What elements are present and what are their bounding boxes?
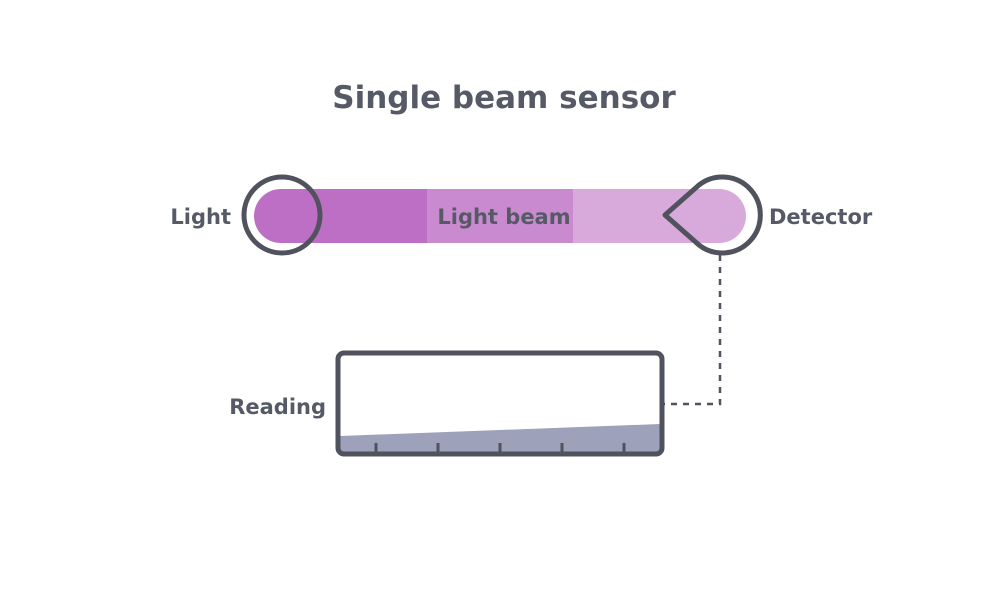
reading-meter-frame — [335, 350, 665, 457]
beam-segment-weak — [573, 189, 746, 243]
light-label: Light — [170, 205, 231, 229]
reading-level-fill — [340, 424, 660, 452]
circle-outline-icon — [241, 174, 323, 256]
beam-segment-strong — [254, 189, 427, 243]
beam-segment-medium — [427, 189, 573, 243]
light-beam: Light beam — [254, 189, 746, 243]
detector-label: Detector — [769, 205, 873, 229]
diagram-title: Single beam sensor — [332, 80, 676, 116]
dashed-connector — [664, 255, 722, 406]
reading-meter — [335, 350, 665, 457]
reading-label: Reading — [229, 395, 326, 419]
teardrop-outline-icon — [662, 174, 763, 256]
beam-label: Light beam — [437, 205, 570, 229]
reading-ticks — [374, 443, 626, 452]
